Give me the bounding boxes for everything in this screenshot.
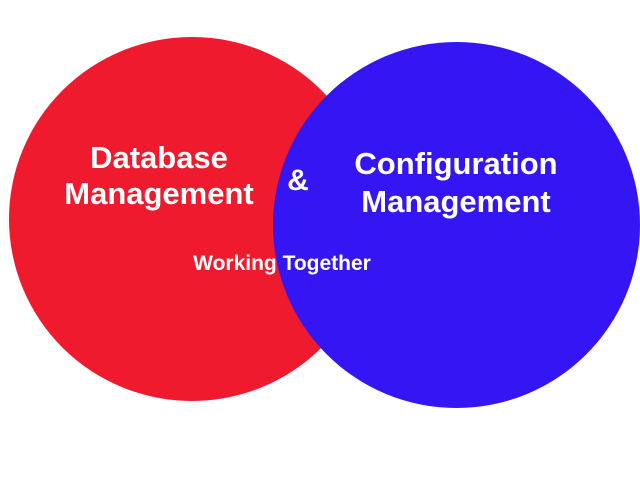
configuration-management-line2: Management	[361, 184, 551, 219]
database-management-line1: Database	[90, 140, 228, 175]
working-together-label: Working Together	[193, 252, 371, 275]
ampersand-label: &	[287, 164, 309, 197]
configuration-management-circle	[273, 42, 640, 408]
database-management-line2: Management	[64, 176, 254, 211]
database-management-label: Database Management	[44, 140, 274, 212]
configuration-management-label: Configuration Management	[326, 145, 586, 221]
configuration-management-line1: Configuration	[354, 146, 558, 181]
